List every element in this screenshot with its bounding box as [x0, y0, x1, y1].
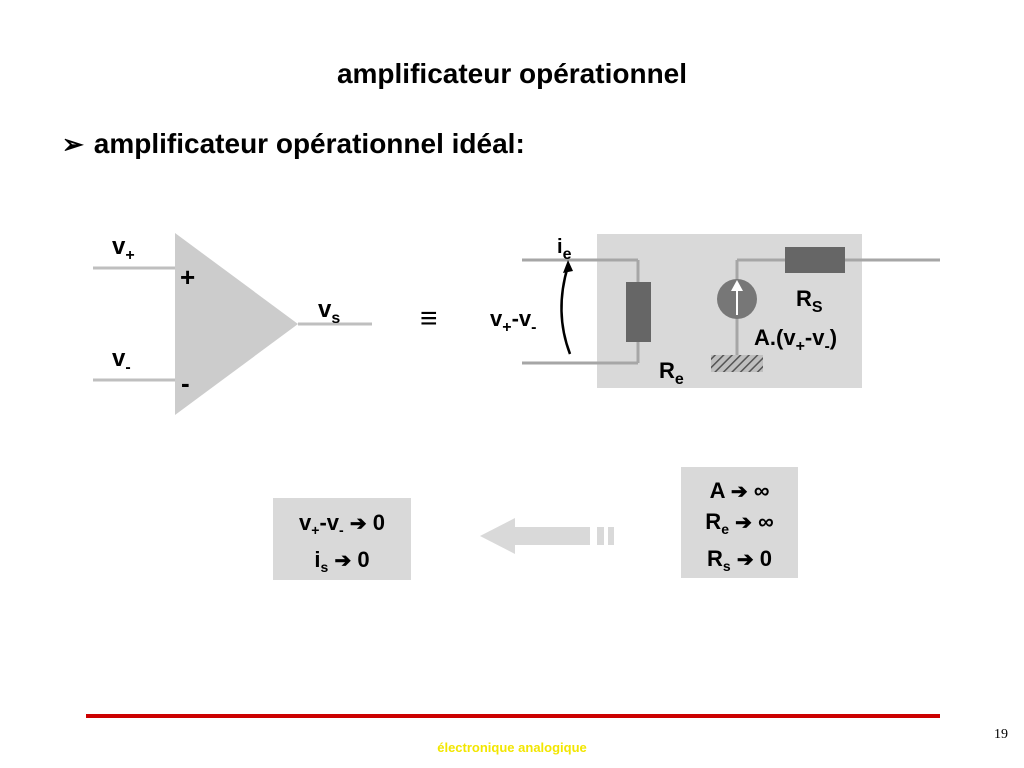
implies-arrow-icon: ➔	[736, 549, 754, 571]
implies-arrow-icon: ➔	[349, 513, 367, 535]
voltage-arc-arrowhead	[563, 260, 573, 273]
rs-resistor	[785, 247, 845, 273]
footer-text: électronique analogique	[437, 740, 587, 755]
re-label: Re	[659, 358, 684, 388]
arrow-bullet-icon: ➢	[62, 129, 84, 159]
result-is: is ➔ 0	[314, 547, 370, 575]
slide-subtitle: ➢ amplificateur opérationnel idéal:	[62, 128, 525, 160]
implies-arrow-icon: ➔	[334, 550, 352, 572]
equivalence-symbol: ≡	[420, 302, 438, 335]
ie-label: ie	[557, 236, 572, 263]
implication-arrow-icon	[480, 518, 590, 554]
condition-rs: Rs ➔ 0	[707, 546, 772, 574]
vplus-label: v+	[112, 233, 135, 264]
ideal-results-box: v+-v- ➔ 0 is ➔ 0	[273, 498, 411, 580]
arrow-dash-1	[597, 527, 604, 545]
slide-title: amplificateur opérationnel	[336, 58, 688, 89]
condition-a: A ➔ ∞	[709, 478, 770, 503]
rs-label: RS	[796, 286, 823, 316]
ground-hatch	[711, 355, 763, 372]
condition-re: Re ➔ ∞	[705, 509, 774, 537]
plus-sign: +	[180, 262, 196, 292]
page-number: 19	[994, 727, 1008, 742]
source-arrow-head	[731, 280, 743, 291]
minus-sign: -	[181, 368, 190, 398]
opamp-triangle	[175, 233, 298, 415]
implies-arrow-icon: ➔	[735, 512, 752, 534]
arrow-dash-2	[608, 527, 614, 545]
subtitle-text: amplificateur opérationnel idéal:	[93, 128, 525, 159]
source-gain-label: A.(v+-v-)	[754, 325, 838, 355]
ideal-conditions-box: A ➔ ∞ Re ➔ ∞ Rs ➔ 0	[681, 467, 798, 578]
result-vdiff: v+-v- ➔ 0	[299, 510, 385, 538]
vminus-label: v-	[112, 345, 131, 376]
vdiff-label: v+-v-	[490, 306, 537, 336]
implies-arrow-icon: ➔	[730, 481, 748, 503]
voltage-arc	[560, 265, 572, 355]
re-resistor	[626, 282, 651, 342]
vs-label: vs	[318, 296, 341, 327]
